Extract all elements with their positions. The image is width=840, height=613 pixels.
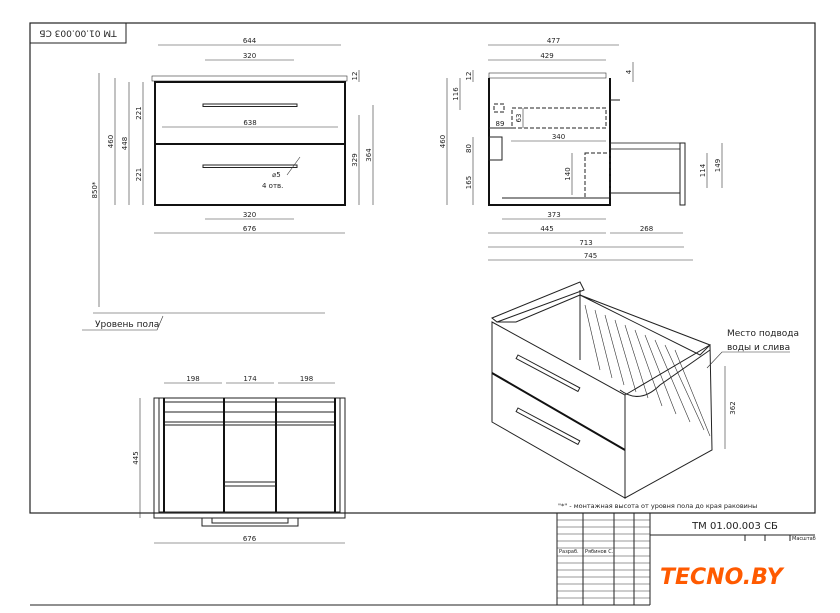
dimension-label: 429 (540, 52, 553, 60)
dimension-label: 644 (243, 37, 257, 45)
water-note-line2: воды и слива (727, 343, 790, 353)
inverted-stamp: ТМ 01.00.003 СБ (29, 22, 127, 44)
tecno-logo: TECNO.BY (660, 565, 785, 590)
dimension-label: 116 (452, 87, 460, 101)
dimension-label: 198 (300, 375, 313, 383)
dimension-label: 364 (365, 148, 373, 162)
dimension-label: 80 (465, 144, 473, 153)
hole-diameter-note: ⌀5 (272, 171, 281, 179)
dimension-label: 340 (552, 133, 565, 141)
title-code: ТМ 01.00.003 СБ (691, 521, 778, 532)
dimension-label: 12 (465, 72, 473, 81)
developer-role: Разраб. (559, 549, 579, 555)
dimension-label: 198 (186, 375, 199, 383)
dimension-label: 320 (243, 52, 256, 60)
dimension-label: 165 (465, 176, 473, 189)
drawing-frame (29, 22, 816, 606)
title-block: ТМ 01.00.003 СБ Масштаб Разраб. Рябинов … (557, 512, 816, 605)
dimension-label: 114 (699, 163, 707, 177)
dimension-label: 373 (547, 211, 560, 219)
dimension-label: 445 (132, 451, 140, 464)
inverted-stamp-text: ТМ 01.00.003 СБ (39, 28, 117, 38)
dimension-label: 221 (135, 106, 143, 119)
water-note-line1: Место подвода (727, 329, 799, 339)
dimension-label: 149 (714, 159, 722, 172)
dimension-label: 445 (540, 225, 553, 233)
dimension-label: 676 (243, 535, 257, 543)
hole-count-note: 4 отв. (262, 182, 283, 190)
dimension-label: 140 (564, 167, 572, 180)
dimension-label: 448 (121, 137, 129, 150)
dimension-label: 713 (579, 239, 592, 247)
bottom-view (153, 397, 346, 527)
dimension-label: 4 (625, 69, 633, 74)
dimension-lines: 644 320 638 320 676 850* 460 448 221 221 12 329 364 4… (91, 37, 723, 544)
dimension-label: 460 (107, 135, 115, 148)
front-view: ⌀5 4 отв. Уровень пола (82, 75, 348, 331)
dim-362: 362 (729, 401, 737, 414)
dimension-label: 850* (91, 181, 99, 198)
dimension-label: 174 (243, 375, 257, 383)
scale-label: Масштаб (792, 536, 816, 542)
drawer-handle-bottom (202, 164, 298, 168)
drawer-handle-top (202, 103, 298, 107)
dimension-label: 745 (584, 252, 597, 260)
dimension-label: 676 (243, 225, 257, 233)
dimension-label: 221 (135, 168, 143, 181)
dimension-label: 63 (515, 114, 523, 123)
footnote: "*" - монтажная высота от уровня пола до… (558, 502, 757, 510)
dimension-label: 12 (351, 72, 359, 81)
dimension-label: 638 (243, 119, 256, 127)
dimension-label: 89 (496, 120, 505, 128)
dimension-label: 460 (439, 135, 447, 148)
side-view (488, 72, 686, 206)
developer-name: Рябинов С. (585, 549, 614, 555)
dimension-label: 320 (243, 211, 256, 219)
floor-level-label: Уровень пола (95, 320, 159, 330)
dimension-label: 477 (547, 37, 560, 45)
dimension-label: 268 (640, 225, 653, 233)
dimension-label: 329 (351, 153, 359, 166)
isometric-view: 362 Место подвода воды и слива (491, 281, 799, 499)
